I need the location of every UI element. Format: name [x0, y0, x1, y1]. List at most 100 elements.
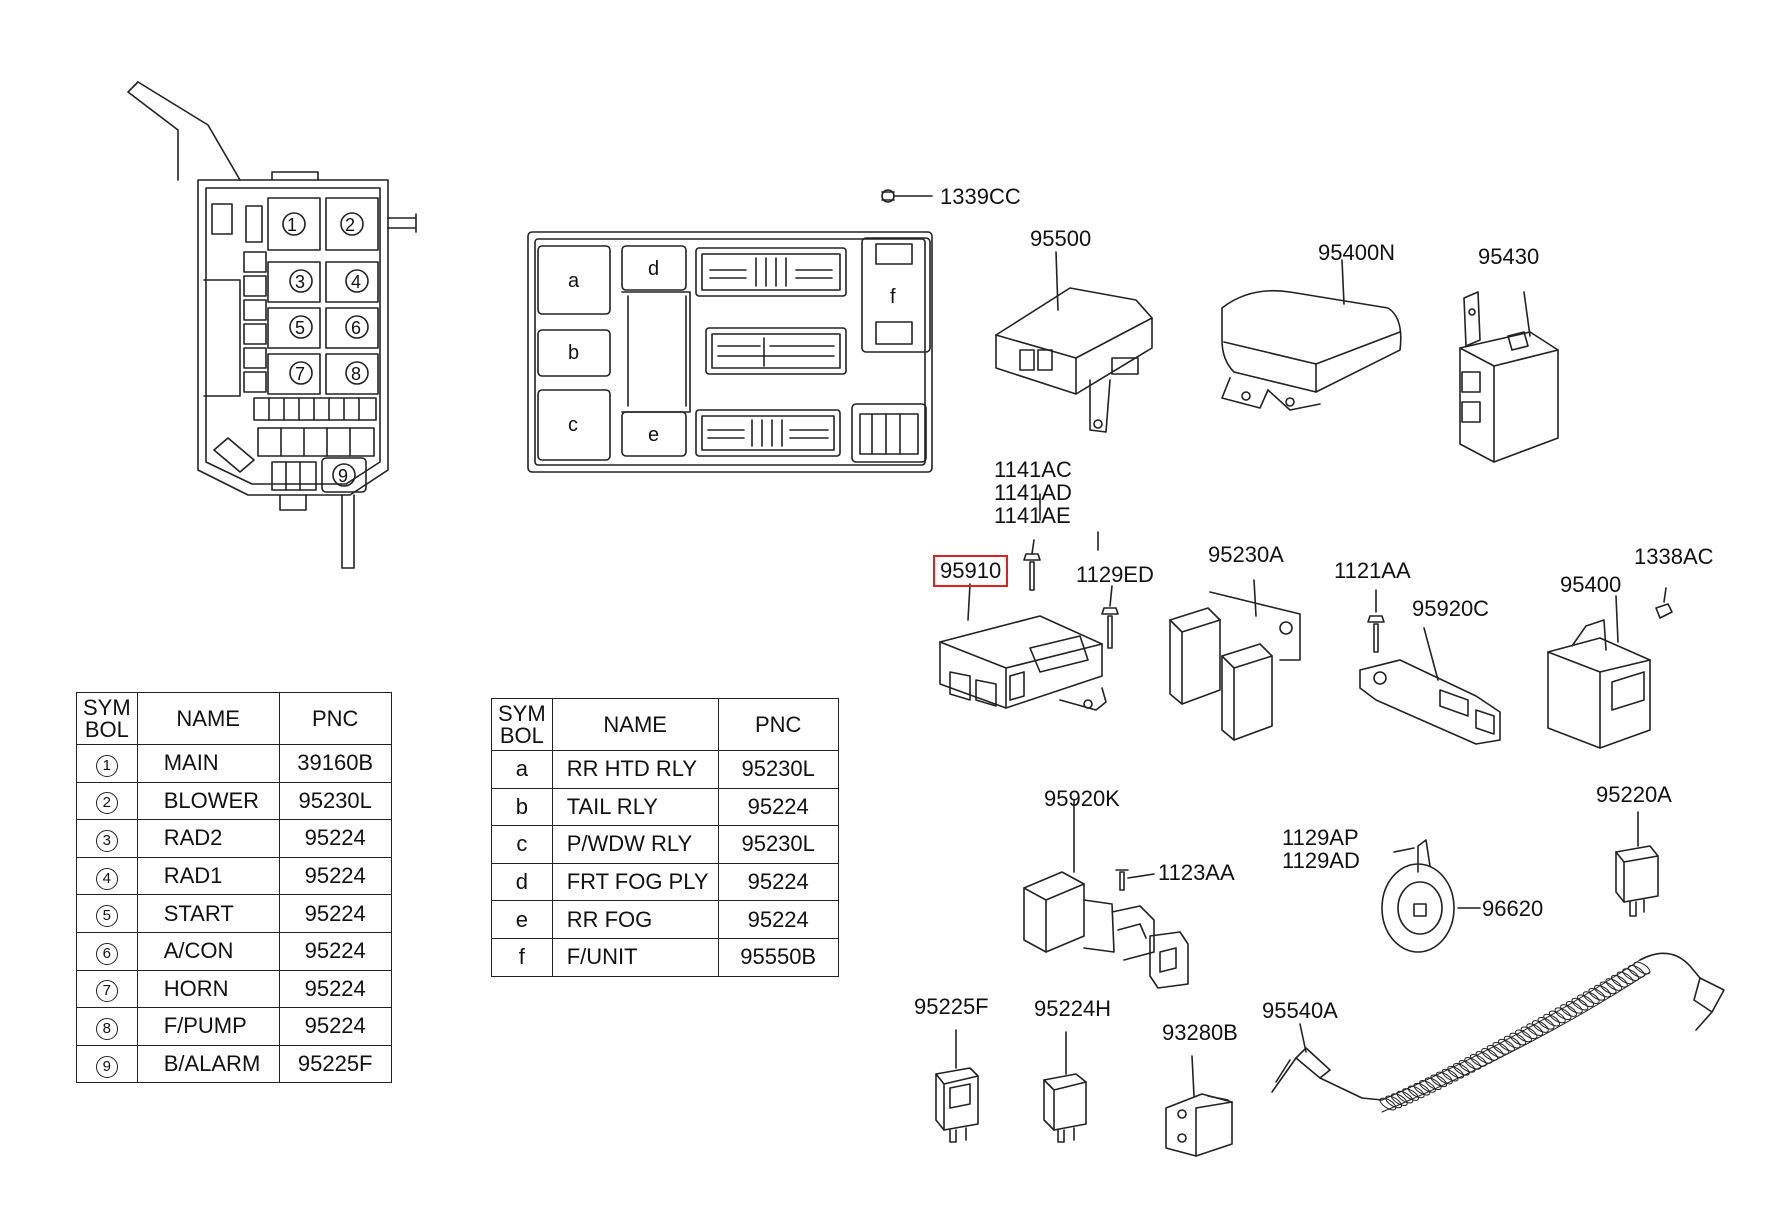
header-symbol: SYM BOL — [76, 692, 138, 745]
symbol-label: 6 — [95, 942, 118, 965]
row-pnc: 95224 — [278, 931, 392, 971]
callout-95920c: 95920C — [1412, 596, 1490, 621]
row-pnc: 95224 — [278, 969, 392, 1009]
cable-coil-loop — [1424, 1077, 1442, 1091]
symbol-label: 5 — [95, 905, 118, 928]
callout-95500: 95500 — [1030, 226, 1092, 251]
row-symbol: a — [491, 750, 553, 789]
row-symbol: e — [491, 900, 553, 939]
fuse-number-8: 8 — [351, 364, 362, 384]
symbol-label: 3 — [95, 829, 118, 852]
row-symbol: f — [491, 937, 553, 977]
callout-95910-highlighted[interactable]: 95910 — [932, 555, 1009, 587]
callout-1141ac: 1141AC — [994, 457, 1072, 482]
junction-box-drawing — [527, 231, 933, 473]
switch-93280b-drawing — [1165, 1055, 1233, 1157]
cable-coil-loop — [1605, 978, 1623, 991]
callout-1338ac: 1338AC — [1634, 544, 1714, 569]
cable-coil-loop — [1577, 994, 1595, 1008]
module-95500-drawing — [995, 251, 1153, 433]
harness-95920k-drawing — [1023, 799, 1189, 989]
row-name: B/ALARM — [136, 1044, 280, 1084]
slot-letter-a: a — [568, 270, 580, 292]
cable-coil-loop — [1498, 1038, 1515, 1052]
fuse-circles — [282, 212, 369, 487]
row-pnc: 95225F — [278, 1044, 392, 1084]
row-pnc: 95230L — [278, 781, 392, 821]
callout-95430: 95430 — [1478, 244, 1540, 269]
symbol-label: 9 — [95, 1055, 118, 1078]
cable-coil-loop — [1407, 1085, 1425, 1099]
callout-95225f: 95225F — [914, 994, 989, 1019]
row-name: MAIN — [136, 744, 280, 783]
cable-coil-loop — [1515, 1029, 1532, 1043]
row-name: RR HTD RLY — [551, 750, 719, 789]
cable-coil-loop — [1610, 974, 1628, 988]
relay-95225f-drawing — [935, 1029, 979, 1143]
cable-coil-loop — [1548, 1010, 1566, 1024]
header-name: NAME — [136, 692, 280, 745]
symbol-label: 7 — [95, 980, 118, 1003]
row-symbol: 7 — [76, 969, 138, 1009]
row-pnc: 95224 — [278, 894, 392, 933]
cable-coil-loop — [1385, 1095, 1403, 1109]
fuse-number-1: 1 — [287, 215, 298, 235]
header-name: NAME — [551, 698, 719, 751]
cable-coil-loop — [1441, 1068, 1459, 1082]
row-name: TAIL RLY — [551, 787, 719, 827]
symbol-label: f — [518, 944, 525, 970]
row-pnc: 95224 — [717, 900, 839, 939]
callout-95400: 95400 — [1560, 572, 1622, 597]
symbol-label: c — [516, 831, 528, 857]
row-pnc: 95230L — [717, 825, 839, 864]
cable-coil-loop — [1452, 1062, 1470, 1076]
symbol-label: 1 — [95, 754, 118, 777]
row-symbol: 1 — [76, 744, 138, 783]
header-symbol: SYM BOL — [491, 698, 553, 751]
callout-96620: 96620 — [1482, 896, 1544, 921]
row-symbol: c — [491, 825, 553, 864]
cable-coil-loop — [1430, 1074, 1448, 1088]
slot-letter-d: d — [648, 258, 660, 280]
callout-1141ae: 1141AE — [994, 503, 1071, 528]
relay-95430-drawing — [1459, 291, 1559, 463]
cable-coil-loop — [1531, 1020, 1549, 1033]
symbol-label: 8 — [95, 1017, 118, 1040]
callout-1129-group: 1129AP 1129AD — [1282, 826, 1360, 872]
row-symbol: 4 — [76, 856, 138, 896]
callout-1129ap: 1129AP — [1282, 825, 1359, 850]
module-95400n-drawing — [1221, 259, 1402, 411]
cable-coil-loop — [1503, 1035, 1521, 1049]
row-pnc: 95230L — [717, 750, 839, 789]
row-name: START — [136, 894, 280, 933]
cable-coil-loop — [1565, 1000, 1583, 1014]
cable-coil-loop — [1390, 1093, 1408, 1106]
fuse-box-drawing — [127, 81, 417, 569]
module-95400-drawing — [1547, 587, 1673, 749]
cable-coil-loop — [1622, 968, 1640, 981]
fuse-number-9: 9 — [338, 466, 349, 486]
callout-1129ad: 1129AD — [1282, 848, 1360, 873]
cable-coil-loop — [1464, 1057, 1482, 1070]
fuse-number-2: 2 — [345, 215, 356, 235]
row-name: BLOWER — [136, 781, 280, 821]
callout-95540a: 95540A — [1262, 998, 1338, 1023]
module-95910-drawing — [939, 553, 1107, 711]
cable-coil-loop — [1509, 1032, 1527, 1046]
slot-letter-e: e — [648, 424, 660, 446]
row-name: RR FOG — [551, 900, 719, 939]
row-symbol: 6 — [76, 931, 138, 971]
symbol-label: d — [515, 869, 528, 895]
cable-coil-loop — [1447, 1065, 1465, 1079]
callout-95220a: 95220A — [1596, 782, 1672, 807]
fuse-number-7: 7 — [295, 364, 306, 384]
callout-1141ad: 1141AD — [994, 480, 1072, 505]
